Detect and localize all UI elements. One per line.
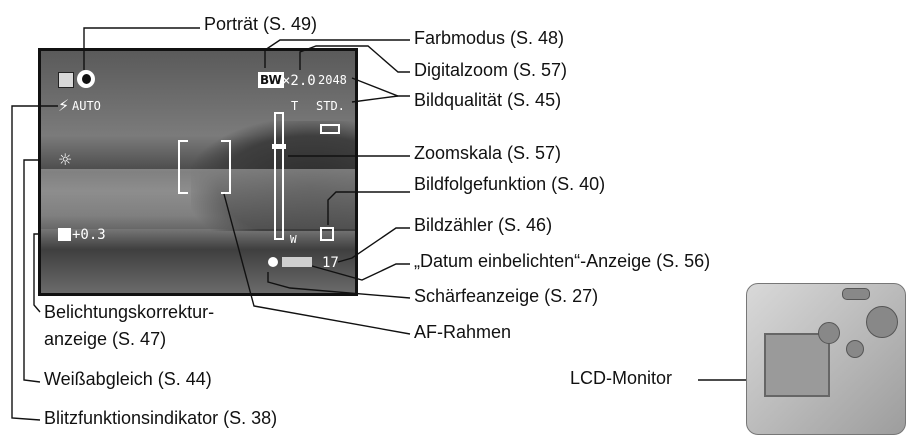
drive-mode-icon	[320, 227, 334, 241]
battery-icon	[320, 124, 340, 134]
label-exposure-comp-1: Belichtungskorrektur-	[44, 302, 215, 322]
label-af-frame: AF-Rahmen	[414, 322, 512, 342]
zoom-factor-readout: ×2.0	[282, 73, 316, 89]
tele-label: T	[291, 99, 299, 113]
label-frame-counter: Bildzähler (S. 46)	[414, 215, 553, 235]
label-zoom-scale: Zoomskala (S. 57)	[414, 143, 562, 163]
camera-lcd-monitor	[764, 333, 830, 397]
label-exposure-comp-2: anzeige (S. 47)	[44, 329, 167, 349]
label-lcd-monitor: LCD-Monitor	[570, 368, 673, 388]
label-date-imprint: „Datum einbelichten“-Anzeige (S. 56)	[414, 251, 711, 271]
label-drive-mode: Bildfolgefunktion (S. 40)	[414, 174, 606, 194]
focus-signal-icon	[268, 257, 278, 267]
white-balance-sun-icon: ☼	[58, 150, 73, 169]
exposure-comp-readout: +0.3	[72, 227, 106, 243]
label-portrait: Porträt (S. 49)	[204, 14, 318, 34]
portrait-icon	[77, 70, 95, 88]
af-frame-left	[178, 140, 188, 194]
camera-zoom-lever	[842, 288, 870, 300]
resolution-readout: 2048	[318, 73, 347, 87]
flash-mode-readout: AUTO	[72, 99, 101, 113]
zoom-marker	[272, 144, 286, 149]
color-mode-indicator: BW	[258, 72, 284, 88]
quality-readout: STD.	[316, 99, 345, 113]
label-digital-zoom: Digitalzoom (S. 57)	[414, 60, 568, 80]
exposure-comp-icon	[58, 228, 71, 241]
date-imprint-bar	[282, 257, 312, 267]
camera-icon	[58, 72, 74, 88]
label-white-balance: Weißabgleich (S. 44)	[44, 369, 212, 389]
landscape-sea	[41, 169, 355, 229]
label-flash-indicator: Blitzfunktionsindikator (S. 38)	[44, 408, 278, 428]
flash-icon: ⚡	[58, 96, 70, 115]
lcd-preview	[38, 48, 358, 296]
camera-display-button	[846, 340, 864, 358]
wide-label: W	[290, 233, 297, 246]
camera-menu-button	[818, 322, 840, 344]
camera-controller-dial	[866, 306, 898, 338]
frame-counter-readout: 17	[322, 255, 339, 271]
label-image-quality: Bildqualität (S. 45)	[414, 90, 562, 110]
label-color-mode: Farbmodus (S. 48)	[414, 28, 565, 48]
af-frame-right	[221, 140, 231, 194]
zoom-scale	[272, 112, 286, 240]
label-focus-signal: Schärfeanzeige (S. 27)	[414, 286, 599, 306]
